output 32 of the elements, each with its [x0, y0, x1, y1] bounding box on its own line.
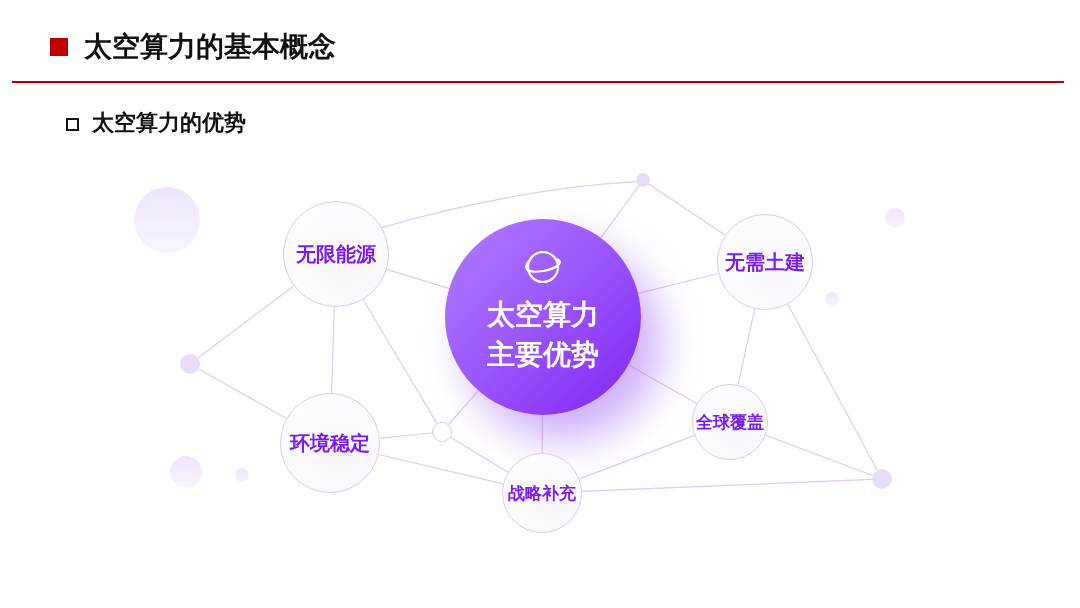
connector-line: [581, 478, 873, 492]
connector-line: [648, 183, 726, 236]
topic-label: 全球覆盖: [696, 410, 764, 434]
subtitle: 太空算力的优势: [92, 109, 246, 137]
junction-dot: [180, 354, 200, 374]
connector-line: [737, 308, 756, 386]
connector-line: [197, 285, 295, 359]
topic-label: 战略补充: [508, 481, 576, 505]
main-label: 太空算力主要优势: [486, 297, 600, 373]
topic-label: 无限能源: [296, 240, 376, 268]
junction-dot: [872, 469, 892, 489]
connector-line: [448, 390, 479, 426]
topic-label: 无需土建: [725, 248, 805, 276]
connector-line: [362, 298, 438, 424]
connector-line: [449, 436, 509, 473]
connector-line: [331, 306, 335, 394]
junction-dot: [636, 173, 650, 187]
slide-title: 太空算力的基本概念: [84, 29, 336, 65]
connector-line: [379, 181, 637, 229]
connector-line: [386, 268, 450, 290]
topic-label: 环境稳定: [290, 429, 370, 457]
connector-line: [765, 434, 874, 477]
junction-ring: [432, 422, 452, 442]
connector-line: [787, 303, 878, 471]
connector-line: [198, 368, 288, 419]
connector-line: [637, 272, 719, 294]
connector-line: [600, 185, 640, 239]
connector-line: [378, 453, 504, 485]
connector-line: [578, 434, 696, 480]
connector-line: [541, 414, 543, 454]
connector-line: [379, 432, 433, 439]
connector-line: [627, 364, 698, 404]
